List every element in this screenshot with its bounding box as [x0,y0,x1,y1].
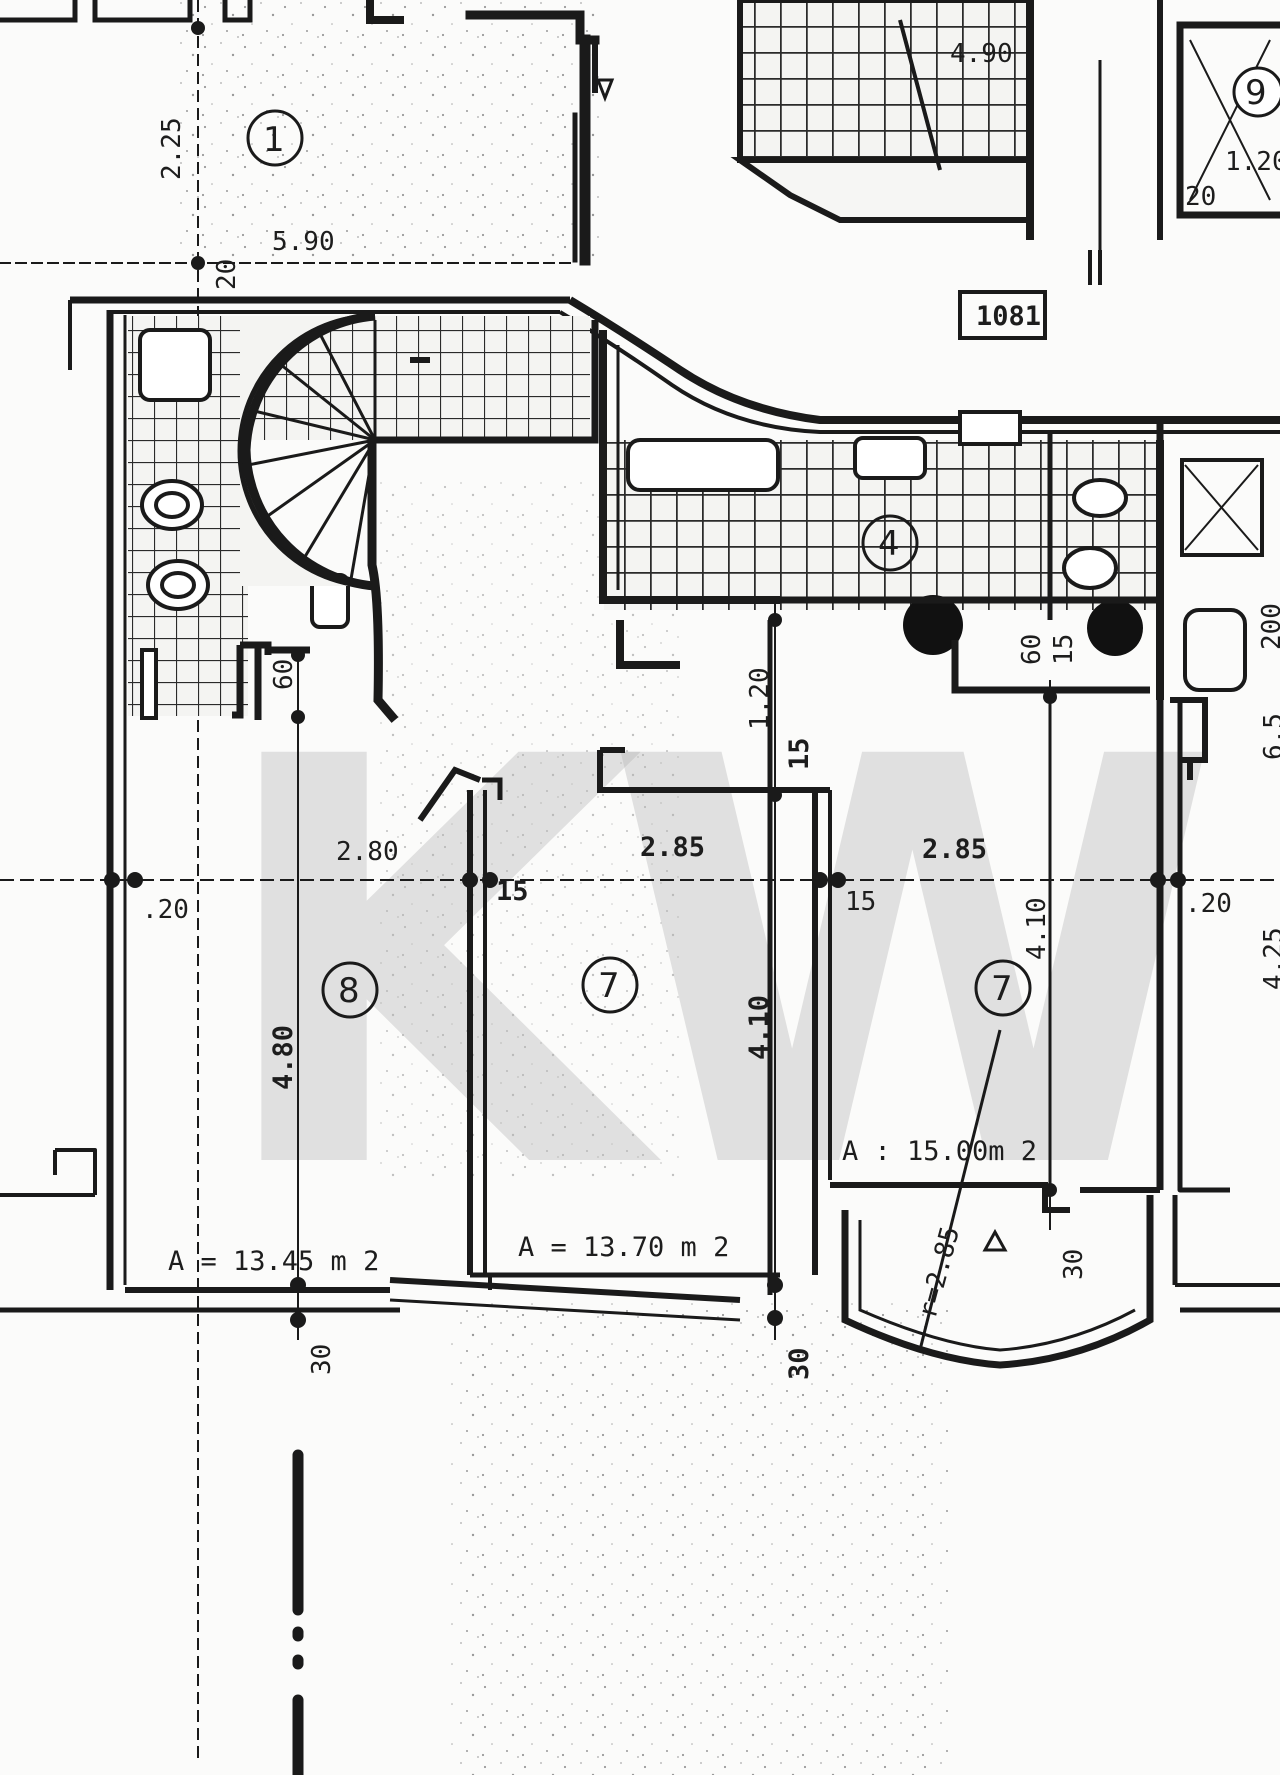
room-4-label: 4 [861,514,919,572]
dim-top-wall: 20 [212,259,242,290]
area-room8: A = 13.45 m 2 [168,1246,379,1277]
dim-room7-height: 4.10 [744,995,775,1060]
svg-text:7: 7 [991,969,1013,1009]
bath-left-fixtures [138,328,350,720]
tag-box-text: 1081 [976,301,1041,332]
svg-text:9: 9 [1245,73,1267,113]
dim-room7r-height: 4.10 [1022,897,1052,960]
dim-far-right-65: 6.5 [1259,713,1280,760]
dim-top-width: 5.90 [272,227,335,257]
dim-span-a: 2.80 [336,837,399,867]
entry-triangle [982,1228,1008,1252]
bath-center [599,330,1164,700]
dim-wall-15-b: 15 [845,887,876,917]
svg-text:8: 8 [338,971,360,1011]
stair-block-top [730,0,1163,285]
dim-center-120: 1.20 [745,667,775,730]
dim-bottom-30-a: 30 [307,1344,337,1375]
dim-span-b: 2.85 [640,832,705,863]
svg-text:4: 4 [878,524,900,564]
area-room7r: A : 15.00m 2 [842,1136,1037,1167]
watermark: KW [210,641,1208,1293]
speckle-top [180,0,600,260]
room-8-label: 8 [321,961,379,1019]
top-walls [0,0,600,266]
speckle-bottom [450,1300,950,1775]
dim-lines-vertical [297,600,1051,1340]
dim-right-15: 15 [1049,634,1079,665]
dim-bottom-30-c: 30 [1059,1249,1089,1280]
room-9-label: 9 [1232,66,1280,118]
bath-left-walls [232,641,310,720]
room-7-right-label: 7 [974,959,1032,1017]
dim-bottom-30-b: 30 [784,1347,815,1380]
radius-line [918,1029,1002,1351]
svg-text:1: 1 [263,120,285,160]
dim-stair-490: 4.90 [950,39,1013,69]
dim-far-right-200: 200 [1257,603,1280,650]
dim-wall-left-20: .20 [142,895,189,925]
spiral-stair [237,311,599,723]
interior-walls [417,620,1160,1369]
dim-span-c: 2.85 [922,834,987,865]
dim-left-wall-60: 60 [269,659,299,690]
dim-top-right-20: 20 [1185,182,1216,212]
dim-room8-height: 4.80 [268,1025,299,1090]
dim-top-left-height: 2.25 [157,117,187,180]
bath-right-edge [1170,458,1264,780]
dim-far-right-425: 4.25 [1259,927,1280,990]
dim-center-15: 15 [784,737,815,770]
dim-top-right-120: 1.20 [1225,147,1280,177]
room-1-label: 1 [246,109,304,167]
dim-wall-right-20: .20 [1185,889,1232,919]
dim-wall-15-a: 15 [496,876,529,907]
entry-triangle-top [595,78,615,103]
tag-box [958,290,1047,340]
room-7-center-label: 7 [581,956,639,1014]
svg-text:7: 7 [598,966,620,1006]
area-room7: A = 13.70 m 2 [518,1232,729,1263]
dim-right-60: 60 [1017,634,1047,665]
